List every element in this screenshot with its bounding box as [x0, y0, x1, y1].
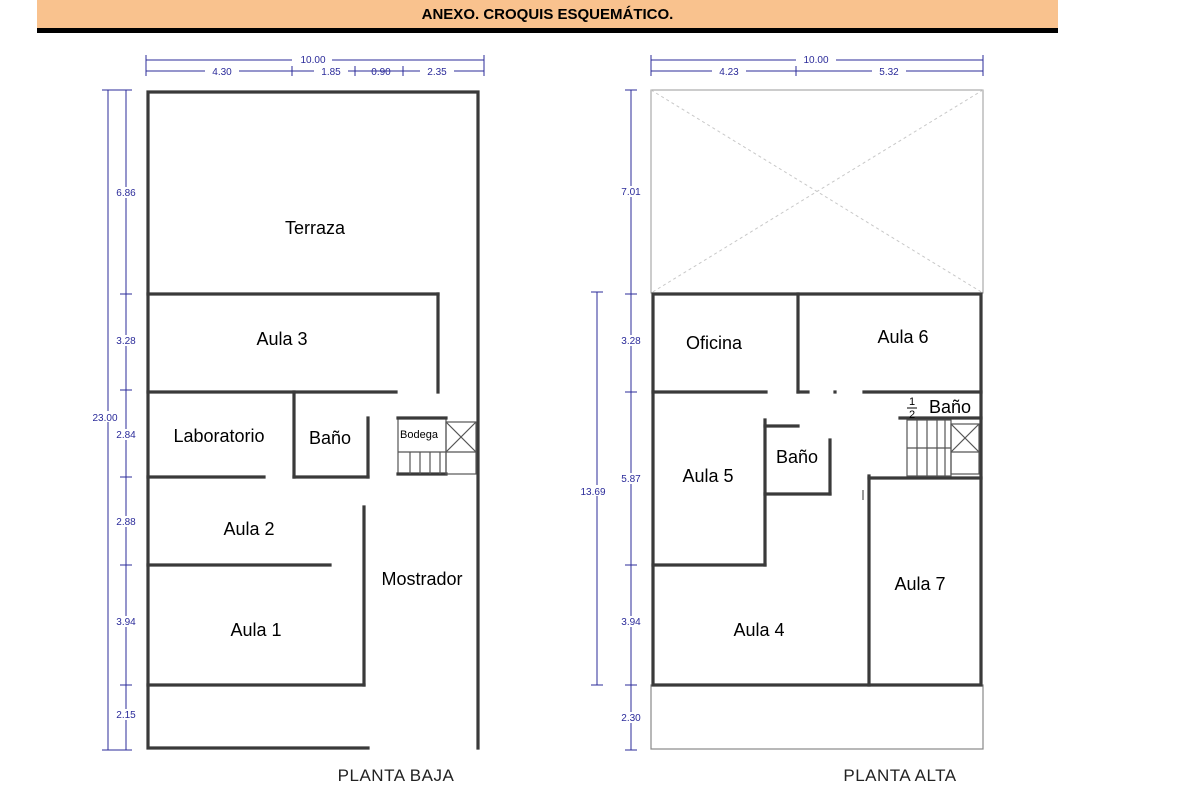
pb-room-laboratorio: Laboratorio — [173, 426, 264, 446]
pb-dim-h4: 2.88 — [116, 517, 136, 528]
pb-room-mostrador: Mostrador — [381, 569, 462, 589]
pb-dimensions-left: 23.00 6.86 3.28 2.84 2.88 3.94 2.15 — [86, 89, 141, 751]
pa-dim-h1: 7.01 — [621, 187, 641, 198]
planta-alta-plan: 10.00 4.23 5.32 13.69 7.01 3.28 5.87 — [576, 53, 984, 785]
pa-room-bano: Baño — [776, 447, 818, 467]
pa-room-oficina: Oficina — [686, 333, 743, 353]
pa-room-medio-bano: 1 2 Baño — [907, 396, 971, 421]
pb-room-terraza: Terraza — [285, 218, 346, 238]
pb-room-bano: Baño — [309, 428, 351, 448]
pa-dim-total-height: 13.69 — [580, 487, 605, 498]
pa-dimensions-top: 10.00 4.23 5.32 — [650, 53, 984, 78]
pa-room-aula-6: Aula 6 — [877, 327, 928, 347]
pa-walls — [650, 292, 984, 750]
pb-dim-w4: 2.35 — [427, 67, 447, 78]
pa-dim-h3: 5.87 — [621, 474, 641, 485]
pb-room-aula-2: Aula 2 — [223, 519, 274, 539]
pb-dim-h1: 6.86 — [116, 188, 136, 199]
pa-room-aula-5: Aula 5 — [682, 466, 733, 486]
planta-baja-plan: 10.00 4.30 1.85 0.90 2.35 23.00 6.86 — [86, 53, 485, 785]
pa-dim-h2: 3.28 — [621, 336, 641, 347]
pb-walls — [146, 90, 480, 750]
pb-dim-h2: 3.28 — [116, 336, 136, 347]
pb-room-bodega: Bodega — [400, 429, 439, 441]
pb-dim-w1: 4.30 — [212, 67, 232, 78]
pb-dimensions-top: 10.00 4.30 1.85 0.90 2.35 — [145, 53, 485, 78]
pa-room-aula-4: Aula 4 — [733, 620, 784, 640]
header-title: ANEXO. CROQUIS ESQUEMÁTICO. — [421, 6, 674, 23]
pb-dim-total-width: 10.00 — [300, 55, 325, 66]
pa-half-bath-numerator: 1 — [909, 396, 915, 408]
pa-dim-h4: 3.94 — [621, 617, 641, 628]
pa-half-bath-label: Baño — [929, 397, 971, 417]
pa-room-aula-7: Aula 7 — [894, 574, 945, 594]
pa-dimensions-left: 13.69 7.01 3.28 5.87 3.94 2.30 — [576, 89, 646, 751]
pa-half-bath-denominator: 2 — [909, 409, 915, 421]
pb-dim-h6: 2.15 — [116, 710, 136, 721]
pb-dim-total-height: 23.00 — [92, 413, 117, 424]
pa-void-x — [650, 89, 984, 294]
pb-dim-w3: 0.90 — [371, 67, 391, 78]
pa-dim-h5: 2.30 — [621, 713, 641, 724]
pb-plan-label: PLANTA BAJA — [338, 766, 455, 785]
pa-dim-total-width: 10.00 — [803, 55, 828, 66]
pa-dim-w2: 5.32 — [879, 67, 899, 78]
pb-dim-h5: 3.94 — [116, 617, 136, 628]
header-banner: ANEXO. CROQUIS ESQUEMÁTICO. — [37, 0, 1058, 33]
pa-dim-w1: 4.23 — [719, 67, 739, 78]
pb-room-aula-3: Aula 3 — [256, 329, 307, 349]
pb-dim-h3: 2.84 — [116, 430, 136, 441]
pb-dim-w2: 1.85 — [321, 67, 341, 78]
pb-room-aula-1: Aula 1 — [230, 620, 281, 640]
pa-plan-label: PLANTA ALTA — [843, 766, 956, 785]
